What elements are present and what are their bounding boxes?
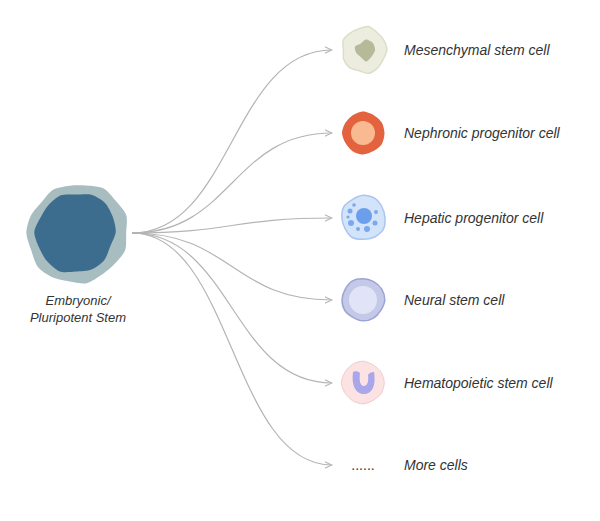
derived-cell: Hepatic progenitor cell bbox=[336, 193, 543, 243]
cell-label: Nephronic progenitor cell bbox=[404, 125, 560, 141]
cell-nucleus bbox=[353, 371, 375, 394]
cell-illustration bbox=[336, 108, 390, 158]
cell-nucleus bbox=[351, 121, 375, 145]
cell-nucleus bbox=[34, 194, 115, 272]
cell-icon bbox=[336, 275, 390, 325]
cell-body bbox=[343, 26, 387, 73]
cell-body bbox=[26, 185, 127, 283]
cell-label: Embryonic/ Pluripotent Stem bbox=[16, 292, 140, 326]
derived-cell: Neural stem cell bbox=[336, 275, 504, 325]
cell-illustration bbox=[336, 275, 390, 325]
cell-body bbox=[342, 111, 384, 154]
cell-illustration bbox=[336, 25, 390, 75]
cell-granule bbox=[374, 210, 378, 214]
cell-nucleus bbox=[349, 286, 377, 314]
cell-icon: ...... bbox=[336, 440, 390, 490]
cell-body bbox=[342, 195, 385, 239]
derived-cell: Hematopoietic stem cell bbox=[336, 358, 553, 408]
cell-granule bbox=[356, 227, 360, 231]
cell-granule bbox=[364, 226, 370, 232]
cell-granule bbox=[346, 215, 349, 218]
cell-label: Hepatic progenitor cell bbox=[404, 210, 543, 226]
cell-nucleus bbox=[356, 208, 372, 224]
cell-illustration bbox=[336, 358, 390, 408]
cell-label: Hematopoietic stem cell bbox=[404, 375, 553, 391]
cell-body bbox=[342, 279, 385, 321]
cell-granule bbox=[348, 209, 353, 214]
cell-label: Mesenchymal stem cell bbox=[404, 42, 550, 58]
cell-illustration bbox=[336, 193, 390, 243]
cell-granule bbox=[348, 220, 354, 226]
differentiation-arrow bbox=[132, 233, 332, 383]
differentiation-arrow bbox=[132, 233, 332, 300]
cell-icon bbox=[336, 358, 390, 408]
source-cell: Embryonic/ Pluripotent Stem bbox=[16, 180, 140, 326]
cell-label: More cells bbox=[404, 457, 468, 473]
cell-icon bbox=[336, 193, 390, 243]
cell-nucleus bbox=[355, 39, 375, 61]
stem-cell-illustration bbox=[16, 180, 140, 286]
differentiation-arrow bbox=[132, 50, 332, 233]
differentiation-arrow bbox=[132, 133, 332, 233]
derived-cell: Nephronic progenitor cell bbox=[336, 108, 560, 158]
cell-granule bbox=[373, 221, 378, 226]
cell-label: Neural stem cell bbox=[404, 292, 504, 308]
differentiation-arrow bbox=[132, 218, 332, 233]
cell-granule bbox=[352, 203, 356, 207]
cell-icon bbox=[336, 108, 390, 158]
cell-icon bbox=[336, 25, 390, 75]
ellipsis-mark: ...... bbox=[351, 457, 374, 473]
derived-cell: ...... More cells bbox=[336, 440, 468, 490]
derived-cell: Mesenchymal stem cell bbox=[336, 25, 550, 75]
differentiation-arrow bbox=[132, 233, 332, 465]
cell-body bbox=[341, 361, 384, 404]
